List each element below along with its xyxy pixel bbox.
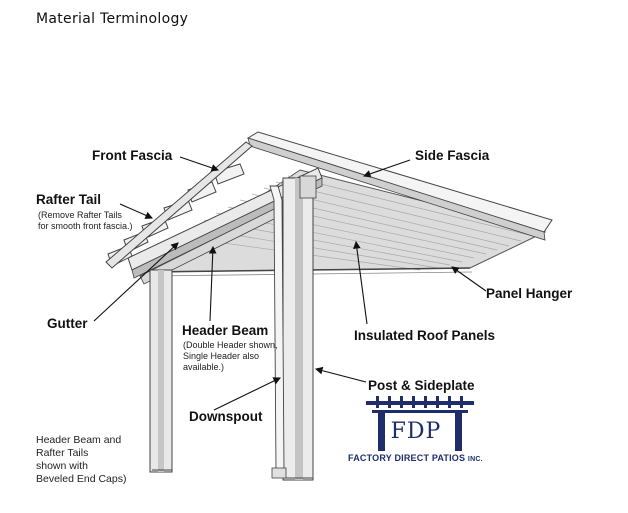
footnote: Header Beam and Rafter Tails shown with … bbox=[36, 434, 126, 486]
label-panel-hanger: Panel Hanger bbox=[486, 286, 573, 301]
rafter-tail-note-line: for smooth front fascia.) bbox=[38, 221, 133, 231]
front-fascia bbox=[105, 141, 253, 269]
leader-downspout bbox=[213, 377, 281, 411]
page-title: Material Terminology bbox=[36, 11, 189, 27]
footnote-line: Rafter Tails bbox=[36, 447, 89, 459]
header-beam-note-line: (Double Header shown, bbox=[183, 340, 278, 350]
label-rafter-tail: Rafter Tail bbox=[36, 192, 102, 207]
label-front-fascia: Front Fascia bbox=[92, 148, 173, 163]
rafter-tail-note: (Remove Rafter Tails for smooth front fa… bbox=[38, 210, 133, 232]
logo-company-suffix: INC. bbox=[467, 456, 483, 463]
logo-company-main: FACTORY DIRECT PATIOS bbox=[348, 453, 466, 463]
header-beam-note: (Double Header shown, Single Header also… bbox=[183, 340, 278, 373]
leader-post-sideplate bbox=[314, 366, 367, 383]
fdp-logo-mark bbox=[366, 396, 474, 451]
footnote-line: Beveled End Caps) bbox=[36, 473, 127, 485]
leader-header-beam bbox=[208, 245, 217, 322]
header-beam-note-line: available.) bbox=[183, 362, 225, 372]
leader-panel-hanger bbox=[451, 266, 487, 292]
side-fascia-face bbox=[247, 137, 546, 241]
left-post bbox=[149, 269, 173, 473]
leader-lines bbox=[93, 156, 487, 411]
label-insulated-roof-panels: Insulated Roof Panels bbox=[354, 328, 496, 343]
label-post-sideplate: Post & Sideplate bbox=[368, 378, 475, 393]
label-gutter: Gutter bbox=[47, 316, 88, 331]
header-beam-note-line: Single Header also bbox=[183, 351, 260, 361]
main-post bbox=[282, 175, 317, 481]
logo-initials: FDP bbox=[390, 419, 442, 444]
footnote-line: shown with bbox=[36, 460, 88, 472]
leader-gutter bbox=[93, 242, 179, 322]
leader-side-fascia bbox=[362, 159, 411, 178]
leader-front-fascia bbox=[179, 156, 220, 172]
label-downspout: Downspout bbox=[189, 409, 263, 424]
footnote-line: Header Beam and bbox=[36, 434, 122, 446]
logo-company-name: FACTORY DIRECT PATIOS INC. bbox=[348, 453, 483, 463]
leader-insulated-roof-panels bbox=[353, 240, 368, 325]
leader-rafter-tail bbox=[119, 203, 154, 219]
label-header-beam: Header Beam bbox=[182, 323, 269, 338]
rafter-tail-note-line: (Remove Rafter Tails bbox=[38, 210, 122, 220]
label-side-fascia: Side Fascia bbox=[415, 148, 490, 163]
downspout bbox=[269, 185, 287, 479]
